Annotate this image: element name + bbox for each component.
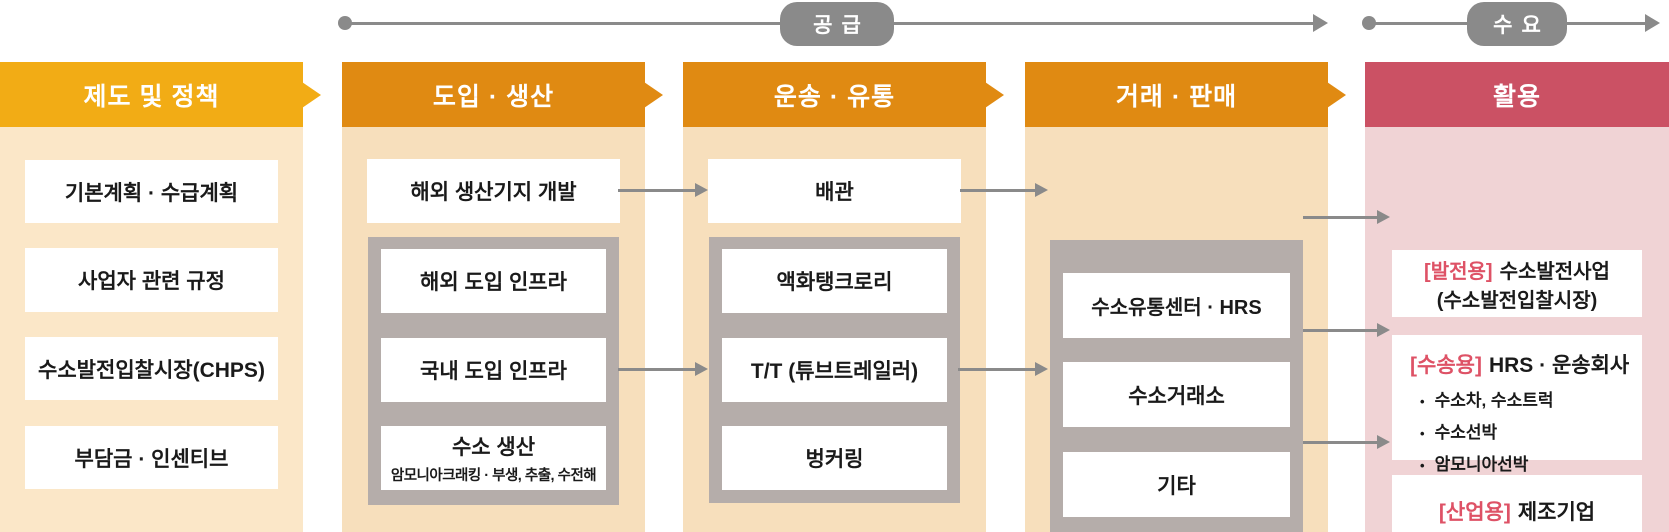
bullet-text: 수소차, 수소트럭 [1434, 391, 1554, 410]
box-pipeline: 배관 [708, 159, 961, 223]
box-domestic-import-infra: 국내 도입 인프라 [381, 338, 606, 402]
column-transport-distribution: 운송 · 유통 배관 액화탱크로리 T/T (튜브트레일러) 벙커링 [683, 62, 1004, 532]
column-policy: 제도 및 정책 기본계획 · 수급계획 사업자 관련 규정 수소발전입찰시장(C… [0, 62, 321, 532]
demand-flow-label: 수요 [1467, 2, 1567, 46]
box-tube-trailer: T/T (튜브트레일러) [722, 338, 947, 402]
box-industrial: [산업용] 제조기업 [1392, 475, 1642, 532]
box-hydrogen-exchange: 수소거래소 [1063, 362, 1290, 427]
column-import-production: 도입 · 생산 해외 생산기지 개발 해외 도입 인프라 국내 도입 인프라 수… [342, 62, 663, 532]
column-policy-body: 기본계획 · 수급계획 사업자 관련 규정 수소발전입찰시장(CHPS) 부담금… [0, 127, 303, 532]
column-transport-distribution-body: 배관 액화탱크로리 T/T (튜브트레일러) 벙커링 [683, 127, 986, 532]
column-import-production-header: 도입 · 생산 [342, 62, 663, 127]
hydrogen-production-title: 수소 생산 [451, 436, 536, 459]
box-transportation: [수송용] HRS · 운송회사 • 수소차, 수소트럭 • 수소선박 • 암모… [1392, 335, 1642, 474]
trade-sales-group: 수소유통센터 · HRS 수소거래소 기타 [1050, 240, 1303, 532]
box-levy-incentive: 부담금 · 인센티브 [25, 426, 278, 489]
arrow-overseas-base-to-pipeline [618, 183, 708, 197]
column-utilization: 활용 [발전용] 수소발전사업 (수소발전입찰시장) [수송용] HRS · 운… [1365, 62, 1669, 532]
box-basic-plan: 기본계획 · 수급계획 [25, 160, 278, 223]
bullet-hydrogen-car-truck: • 수소차, 수소트럭 [1420, 386, 1554, 411]
column-utilization-title: 활용 [1492, 82, 1541, 111]
import-production-group: 해외 도입 인프라 국내 도입 인프라 수소 생산 암모니아크래킹 · 부생, … [368, 237, 619, 505]
bullet-icon: • [1420, 394, 1425, 409]
power-generation-title: 수소발전사업 [1499, 260, 1610, 283]
box-power-generation: [발전용] 수소발전사업 (수소발전입찰시장) [1392, 250, 1642, 317]
column-import-production-body: 해외 생산기지 개발 해외 도입 인프라 국내 도입 인프라 수소 생산 암모니… [342, 127, 645, 532]
column-trade-sales-header: 거래 · 판매 [1025, 62, 1346, 127]
column-trade-sales-title: 거래 · 판매 [1115, 82, 1238, 111]
column-transport-distribution-header: 운송 · 유통 [683, 62, 1004, 127]
chevron-right-icon [302, 81, 321, 108]
industrial-title: 제조기업 [1517, 501, 1596, 524]
column-policy-title: 제도 및 정책 [83, 82, 220, 111]
power-generation-tag: [발전용] [1424, 260, 1493, 283]
box-hydrogen-production: 수소 생산 암모니아크래킹 · 부생, 추출, 수전해 [381, 426, 606, 490]
bullet-text: 수소선박 [1434, 423, 1498, 442]
bullet-icon: • [1420, 426, 1425, 441]
box-overseas-production-base: 해외 생산기지 개발 [367, 159, 620, 223]
column-trade-sales-body: 수소유통센터 · HRS 수소거래소 기타 [1025, 127, 1328, 532]
arrow-trade-to-power-generation [1303, 210, 1390, 224]
box-others: 기타 [1063, 452, 1290, 517]
bullet-ammonia-ship: • 암모니아선박 [1420, 450, 1528, 475]
hydrogen-production-methods: 암모니아크래킹 · 부생, 추출, 수전해 [390, 468, 597, 484]
box-chps-market: 수소발전입찰시장(CHPS) [25, 337, 278, 400]
transportation-title: HRS · 운송회사 [1488, 354, 1630, 377]
bullet-hydrogen-ship: • 수소선박 [1420, 418, 1497, 443]
arrow-domestic-infra-to-tube-trailer [618, 362, 708, 376]
supply-flow-label: 공급 [780, 2, 894, 46]
power-generation-subtitle: (수소발전입찰시장) [1436, 289, 1598, 312]
box-bunkering: 벙커링 [722, 426, 947, 490]
bullet-text: 암모니아선박 [1434, 455, 1529, 474]
arrow-trade-to-transportation [1303, 323, 1390, 337]
chevron-right-icon [1327, 81, 1346, 108]
chevron-right-icon [644, 81, 663, 108]
industrial-tag: [산업용] [1438, 501, 1511, 524]
box-liquefied-tank-lorry: 액화탱크로리 [722, 249, 947, 313]
transport-group: 액화탱크로리 T/T (튜브트레일러) 벙커링 [709, 237, 960, 503]
box-overseas-import-infra: 해외 도입 인프라 [381, 249, 606, 313]
column-utilization-body: [발전용] 수소발전사업 (수소발전입찰시장) [수송용] HRS · 운송회사… [1365, 127, 1669, 532]
column-policy-header: 제도 및 정책 [0, 62, 321, 127]
arrow-trade-to-industrial [1303, 435, 1390, 449]
column-import-production-title: 도입 · 생산 [432, 82, 555, 111]
column-trade-sales: 거래 · 판매 수소유통센터 · HRS 수소거래소 기타 [1025, 62, 1346, 532]
column-transport-distribution-title: 운송 · 유통 [773, 82, 896, 111]
arrow-tube-trailer-to-trade [958, 362, 1048, 376]
box-operator-regulations: 사업자 관련 규정 [25, 248, 278, 312]
column-utilization-header: 활용 [1365, 62, 1669, 127]
bullet-icon: • [1420, 458, 1425, 473]
chevron-right-icon [985, 81, 1004, 108]
box-distribution-center-hrs: 수소유통센터 · HRS [1063, 273, 1290, 338]
arrow-pipeline-to-trade [960, 183, 1048, 197]
transportation-tag: [수송용] [1410, 354, 1482, 377]
